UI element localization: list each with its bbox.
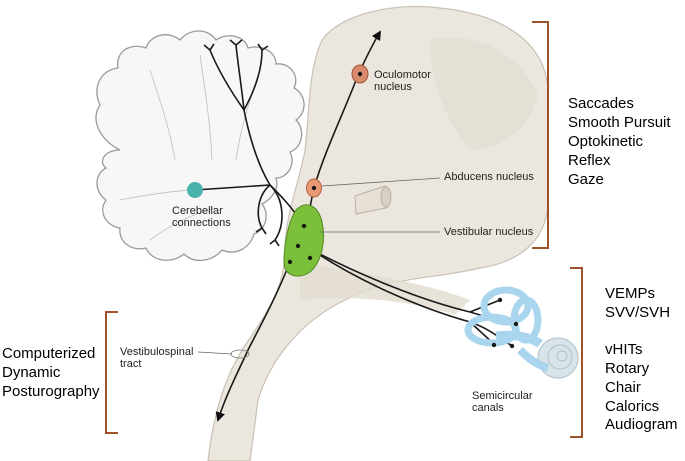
otolith-tests-list: VEMPs SVV/SVH bbox=[605, 284, 670, 322]
ocular-tests-list: Saccades Smooth Pursuit Optokinetic Refl… bbox=[568, 94, 685, 189]
canal-tests-list: vHITs Rotary Chair Calorics bbox=[605, 340, 685, 416]
test-optokinetic-reflex: Optokinetic Reflex bbox=[568, 133, 644, 169]
label-abducens-nucleus: Abducens nucleus bbox=[444, 171, 534, 183]
vestibular-nucleus bbox=[283, 204, 324, 277]
test-vhits: vHITs bbox=[605, 341, 643, 358]
label-cerebellar-connections: Cerebellar connections bbox=[172, 205, 231, 229]
test-svv-svh: SVV/SVH bbox=[605, 304, 671, 321]
test-vemps: VEMPs bbox=[605, 285, 656, 302]
test-dynamic: Dynamic bbox=[2, 364, 61, 381]
posture-tests-list: Computerized Dynamic Posturography bbox=[2, 344, 100, 401]
bracket-vestibular-tests bbox=[570, 267, 583, 438]
test-rotary-chair: Rotary Chair bbox=[605, 360, 650, 396]
test-saccades: Saccades bbox=[568, 95, 634, 112]
test-smooth-pursuit: Smooth Pursuit bbox=[568, 114, 671, 131]
cerebellum bbox=[95, 30, 305, 261]
bracket-posture bbox=[105, 311, 118, 434]
label-semicircular-canals: Semicircular canals bbox=[472, 390, 533, 414]
test-computerized: Computerized bbox=[2, 345, 96, 362]
label-vestibulospinal-tract: Vestibulospinal tract bbox=[120, 346, 194, 370]
test-posturography: Posturography bbox=[2, 383, 100, 400]
test-calorics: Calorics bbox=[605, 398, 660, 415]
test-audiogram: Audiogram bbox=[605, 416, 678, 433]
cerebellar-connection-dot bbox=[187, 182, 203, 198]
label-oculomotor-nucleus: Oculomotor nucleus bbox=[374, 69, 431, 93]
test-gaze: Gaze bbox=[568, 171, 604, 188]
bracket-ocular bbox=[532, 21, 549, 249]
label-vestibular-nucleus: Vestibular nucleus bbox=[444, 226, 534, 238]
inner-ear bbox=[464, 286, 579, 379]
